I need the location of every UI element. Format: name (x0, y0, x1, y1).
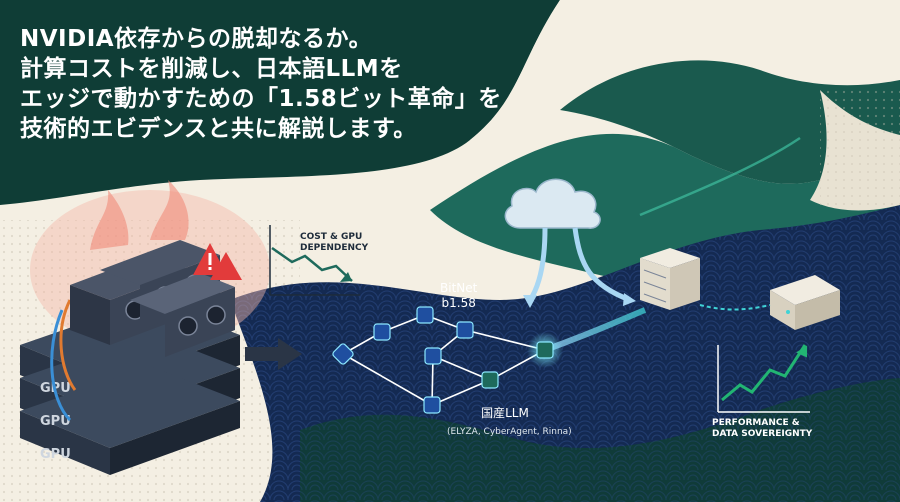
cost-label-line-2: DEPENDENCY (300, 243, 369, 253)
headline: NVIDIA依存からの脱却なるか。 計算コストを削減し、日本語LLMを エッジで… (20, 24, 502, 144)
performance-sovereignty-label: PERFORMANCE & DATA SOVEREIGNTY (712, 418, 812, 440)
bitnet-network-graph (332, 306, 647, 414)
domestic-llm-label: 国産LLM (481, 406, 529, 420)
headline-line-3: エッジで動かすための「1.58ビット革命」を (20, 86, 502, 112)
bitnet-label: BitNet b1.58 (440, 281, 477, 311)
headline-line-1: NVIDIA依存からの脱却なるか。 (20, 26, 373, 52)
headline-line-4: 技術的エビデンスと共に解説します。 (20, 116, 417, 142)
warning-icon (193, 243, 242, 280)
domestic-llm-examples: (ELYZA, CyberAgent, Rinna) (447, 427, 572, 437)
declining-cost-chart (269, 225, 360, 296)
cost-dependency-label: COST & GPU DEPENDENCY (300, 232, 368, 254)
edge-device-icon (699, 275, 840, 330)
performance-rising-chart (717, 344, 810, 413)
header-band (0, 0, 560, 205)
bitnet-label-line-2: b1.58 (441, 296, 476, 310)
bitnet-label-line-1: BitNet (440, 281, 478, 295)
headline-line-2: 計算コストを削減し、日本語LLMを (20, 56, 403, 82)
performance-label-line-2: DATA SOVEREIGNTY (712, 429, 813, 439)
performance-label-line-1: PERFORMANCE & (712, 418, 800, 428)
gpu-label-2: GPU (40, 414, 71, 429)
edge-server-icon (640, 248, 700, 310)
cost-label-line-1: COST & GPU (300, 232, 363, 242)
gpu-label-3: GPU (40, 447, 71, 462)
transition-arrow (245, 338, 302, 370)
gpu-server-stack: GPU GPU GPU (20, 180, 270, 475)
cloud-icon (504, 178, 636, 308)
